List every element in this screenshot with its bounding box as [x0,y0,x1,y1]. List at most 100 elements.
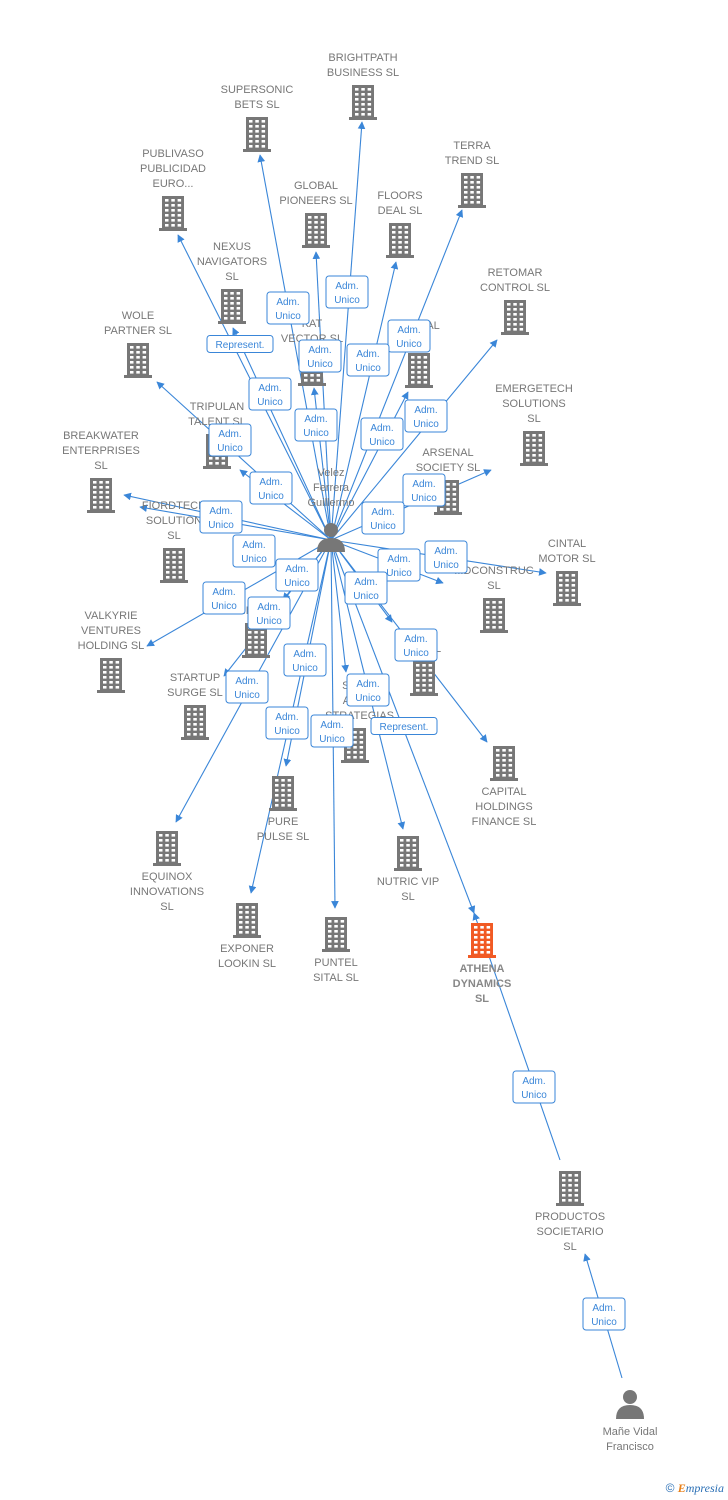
relation-label[interactable]: Adm.Unico [266,291,310,325]
node-label-athena: DYNAMICS [453,978,512,990]
relation-label[interactable]: Adm.Unico [360,417,404,451]
relation-label-text: Unico [403,648,429,659]
edges-layer [123,121,623,1379]
brand-watermark[interactable]: © Empresia [666,1481,724,1496]
relation-label-text: Unico [369,437,395,448]
relation-label[interactable]: Adm.Unico [208,423,252,457]
relation-label[interactable]: Adm.Unico [404,399,448,433]
building-icon[interactable] [556,1171,584,1206]
building-icon[interactable] [153,831,181,866]
edge-velez-floors [330,261,399,541]
relation-label[interactable]: Adm. Unico [346,343,390,377]
relation-label[interactable]: Adm.Unico [394,628,438,662]
building-icon[interactable] [242,623,270,658]
building-icon[interactable] [405,353,433,388]
relation-label-text: Adm. [293,649,316,660]
relation-label-text: Unico [241,554,267,565]
building-icon[interactable] [97,658,125,693]
relation-label-text: Adm. [356,349,379,360]
building-icon[interactable] [394,836,422,871]
building-icon[interactable] [458,173,486,208]
relation-label[interactable]: Adm.Unico [344,571,388,605]
node-label-nutric: SL [401,891,414,903]
relation-label[interactable]: Adm. Unico [283,643,327,677]
relation-label[interactable]: Represent. [370,717,438,735]
relation-label[interactable]: Represent. [206,335,274,353]
node-label-nutric: NUTRIC VIP [377,876,439,888]
node-label-cintal: MOTOR SL [538,553,595,565]
relation-label-text: Adm. [387,554,410,565]
building-icon[interactable] [159,196,187,231]
relation-label-text: Unico [591,1317,617,1328]
building-icon[interactable] [468,923,496,958]
building-icon[interactable] [520,431,548,466]
node-label-startup: SURGE SL [167,687,223,699]
relation-label[interactable]: Adm.Unico [346,673,390,707]
building-icon[interactable] [349,85,377,120]
relation-label-text: Unico [258,491,284,502]
building-icon[interactable] [553,571,581,606]
relation-label-text: Adm. [235,676,258,687]
building-icon[interactable] [480,598,508,633]
relation-label[interactable]: Adm.Unico [310,714,354,748]
building-icon[interactable] [233,903,261,938]
node-label-brightpath: BRIGHTPATH [328,52,397,64]
relation-label[interactable]: Adm.Unico [377,548,421,582]
relation-label[interactable]: Adm.Unico [402,473,446,507]
relation-label[interactable]: Adm.Unico [424,540,468,574]
building-icon[interactable] [243,117,271,152]
relation-label-text: Unico [355,363,381,374]
relation-label[interactable]: Adm.Unico [275,558,319,592]
building-icon[interactable] [218,289,246,324]
relation-label[interactable]: Adm.Unico [247,596,291,630]
building-icon[interactable] [302,213,330,248]
node-label-fiordtech: SOLUTION [146,515,202,527]
building-icon[interactable] [160,548,188,583]
relation-label[interactable]: Adm.Unico [512,1070,556,1104]
relation-label-text: Adm. [320,720,343,731]
building-icon[interactable] [410,661,438,696]
building-icon[interactable] [269,776,297,811]
relation-label[interactable]: Adm.Unico [325,275,369,309]
building-icon[interactable] [386,223,414,258]
edge-velez-comercial [330,391,409,541]
relation-label[interactable]: Adm.Unico [232,534,276,568]
relation-label[interactable]: Adm.Unico [199,500,243,534]
node-label-terra: TERRA [453,140,491,152]
building-icon[interactable] [124,343,152,378]
relation-label-text: Unico [208,520,234,531]
node-label-productos: SOCIETARIO [536,1226,603,1238]
building-icon[interactable] [181,705,209,740]
relation-label-text: Unico [433,560,459,571]
relation-label[interactable]: Adm.Unico [387,319,431,353]
node-label-nexus: SL [225,271,238,283]
node-label-exponer: LOOKIN SL [218,958,276,970]
edge-velez-supersonic [257,154,332,541]
relation-label-text: Unico [211,601,237,612]
node-label-nexus: NAVIGATORS [197,256,267,268]
node-label-arsenal: ARSENAL [422,447,473,459]
relation-label[interactable]: Adm.Unico [225,670,269,704]
building-icon[interactable] [87,478,115,513]
node-label-capitalholdings: HOLDINGS [475,801,532,813]
edge-velez-nexus [232,327,332,541]
relation-label[interactable]: Adm.Unico [361,501,405,535]
relation-label-text: Unico [292,663,318,674]
building-icon[interactable] [501,300,529,335]
relation-label[interactable]: Adm.Unico [298,339,342,373]
node-label-puntel: SITAL SL [313,972,359,984]
relation-label-text: Adm. [218,429,241,440]
relation-label-text: Adm. [335,281,358,292]
node-label-exponer: EXPONER [220,943,274,955]
relation-label[interactable]: Adm.Unico [202,581,246,615]
person-icon[interactable] [616,1390,644,1419]
relation-label[interactable]: Adm.Unico [248,377,292,411]
relation-label[interactable]: Adm.Unico [265,706,309,740]
building-icon[interactable] [322,917,350,952]
relation-label-text: Represent. [380,722,429,733]
building-icon[interactable] [490,746,518,781]
relation-label[interactable]: Adm.Unico [294,408,338,442]
relation-label[interactable]: Adm.Unico [582,1297,626,1331]
person-icon[interactable] [317,523,345,552]
relation-label[interactable]: Adm.Unico [249,471,293,505]
